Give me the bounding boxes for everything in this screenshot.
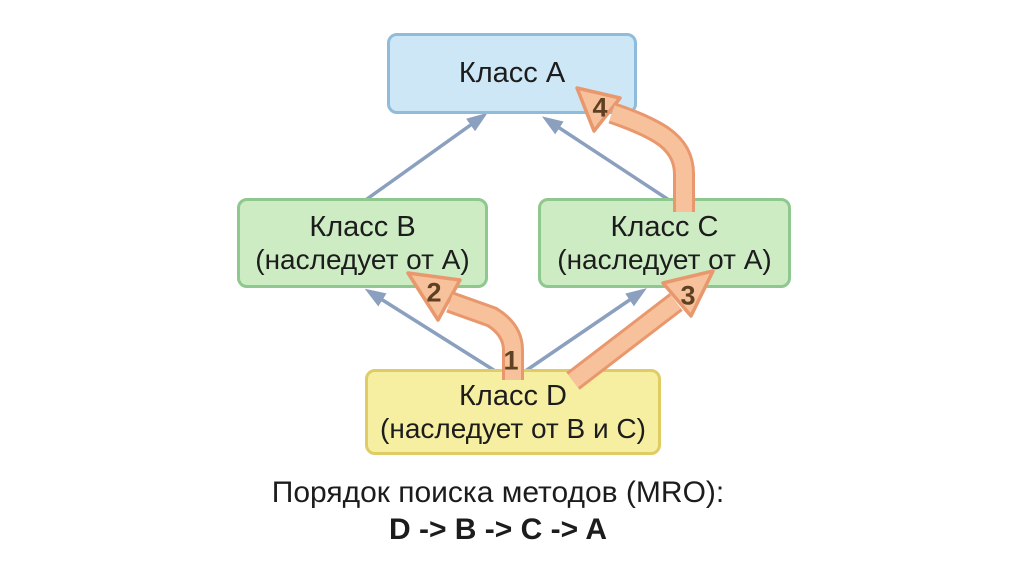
class-a-title: Класс A — [458, 57, 566, 89]
class-d-subtitle: (наследует от B и C) — [380, 412, 646, 444]
class-b-title: Класс B — [309, 210, 416, 243]
mro-step-1-label: 1 — [503, 345, 519, 376]
mro-step-3-label: 3 — [680, 280, 696, 311]
class-b-node: Класс B (наследует от A) — [237, 198, 488, 288]
inheritance-arrow-d-to-b — [364, 288, 501, 376]
class-c-subtitle: (наследует от A) — [557, 243, 772, 275]
class-d-title: Класс D — [459, 379, 567, 412]
class-c-title: Класс C — [610, 210, 719, 243]
mro-arrow-d-to-b — [406, 271, 524, 380]
mro-step-4-label: 4 — [592, 92, 608, 123]
caption-mro-order: D -> B -> C -> A — [388, 513, 608, 546]
inheritance-arrow-d-to-c — [520, 288, 647, 376]
inheritance-arrow-c-to-a — [541, 116, 676, 206]
class-d-node: Класс D (наследует от B и C) — [365, 369, 661, 455]
mro-step-2-label: 2 — [426, 277, 442, 308]
class-b-subtitle: (наследует от A) — [255, 243, 470, 275]
class-c-node: Класс C (наследует от A) — [538, 198, 791, 288]
inheritance-arrow-b-to-a — [358, 112, 488, 206]
caption-title: Порядок поиска методов (MRO): — [271, 476, 725, 509]
caption: Порядок поиска методов (MRO): D -> B -> … — [0, 474, 1024, 548]
class-a-node: Класс A — [387, 33, 637, 114]
